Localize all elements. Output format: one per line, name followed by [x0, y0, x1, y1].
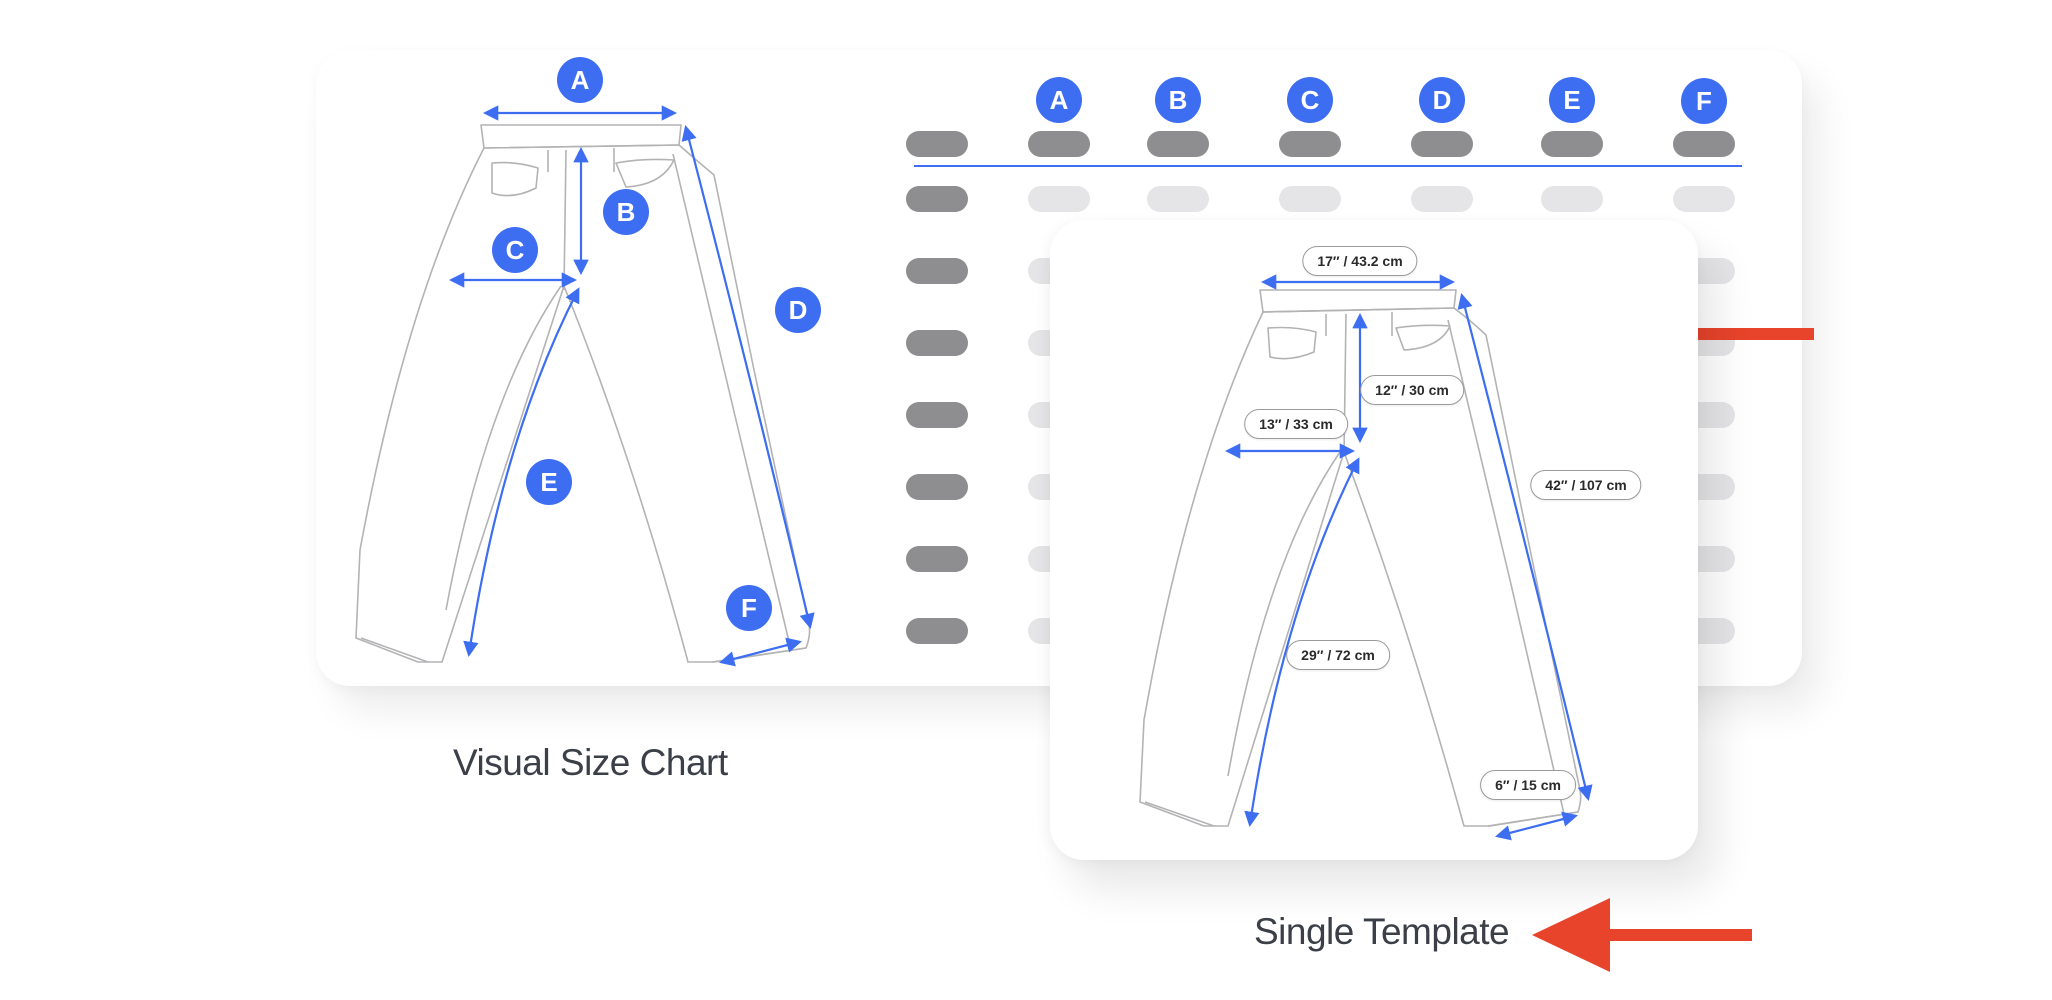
table-header-cell [906, 131, 968, 157]
leg-opening-measurement-label: 6″ / 15 cm [1480, 770, 1576, 800]
badge-f: F [726, 585, 772, 631]
table-row-label [906, 186, 968, 212]
table-cell [1411, 186, 1473, 212]
single-template-caption: Single Template [1254, 911, 1510, 952]
table-header-cell [1673, 131, 1735, 157]
rise-measurement-label: 12″ / 30 cm [1360, 375, 1464, 405]
table-header-d: D [1419, 77, 1465, 123]
template-measurement-arrows [1224, 274, 1593, 841]
table-cell [1541, 186, 1603, 212]
table-header-a: A [1036, 77, 1082, 123]
table-header-f: F [1681, 78, 1727, 124]
table-header-c: C [1287, 77, 1333, 123]
badge-a: A [557, 57, 603, 103]
single-template-card: 17″ / 43.2 cm 12″ / 30 cm 13″ / 33 cm 42… [1050, 220, 1698, 860]
badge-d: D [775, 287, 821, 333]
table-cell [1147, 186, 1209, 212]
table-header-cell [1147, 131, 1209, 157]
badge-e: E [526, 459, 572, 505]
table-header-cell [1028, 131, 1090, 157]
inseam-measurement-label: 29″ / 72 cm [1286, 640, 1390, 670]
table-row-label [906, 258, 968, 284]
table-cell [1673, 186, 1735, 212]
thigh-measurement-label: 13″ / 33 cm [1244, 409, 1348, 439]
size-chart-drawing [355, 105, 1742, 667]
table-header-cell [1411, 131, 1473, 157]
table-row-label [906, 618, 968, 644]
single-template-drawing [1139, 274, 1593, 841]
badge-b: B [603, 189, 649, 235]
measurement-arrows [448, 105, 815, 667]
table-header-e: E [1549, 77, 1595, 123]
waist-measurement-label: 17″ / 43.2 cm [1302, 246, 1418, 276]
table-header-cell [1279, 131, 1341, 157]
table-row-label [906, 402, 968, 428]
table-header-b: B [1155, 77, 1201, 123]
badge-c: C [492, 227, 538, 273]
table-row-label [906, 474, 968, 500]
table-row-label [906, 546, 968, 572]
table-cell [1279, 186, 1341, 212]
table-header-cell [1541, 131, 1603, 157]
outseam-measurement-label: 42″ / 107 cm [1530, 470, 1642, 500]
table-row-label [906, 330, 968, 356]
visual-size-chart-caption: Visual Size Chart [453, 742, 728, 783]
table-cell [1028, 186, 1090, 212]
